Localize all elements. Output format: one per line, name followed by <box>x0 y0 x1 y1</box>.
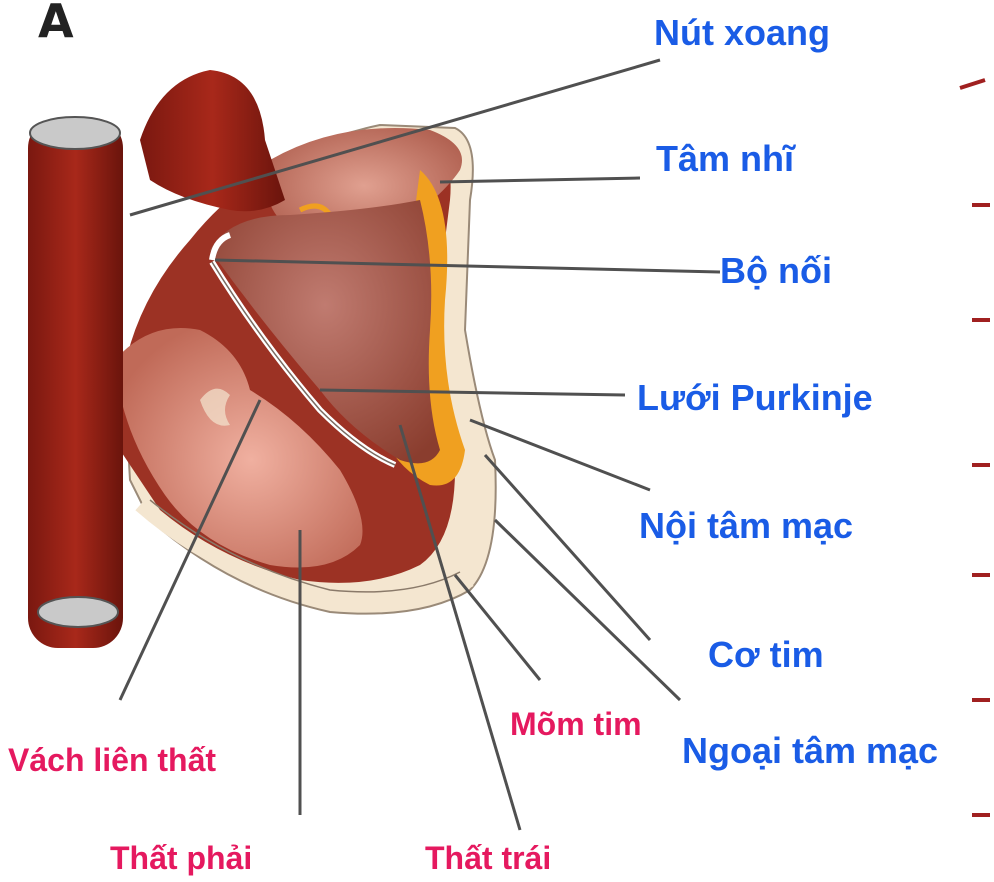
vena-cava <box>28 118 123 648</box>
label-sinus-node: Nút xoang <box>654 12 830 54</box>
label-endocardium: Nội tâm mạc <box>639 505 853 547</box>
label-left-ventricle: Thất trái <box>425 840 551 877</box>
label-right-ventricle: Thất phải <box>110 840 252 877</box>
label-atrium: Tâm nhĩ <box>656 138 794 180</box>
label-septum: Vách liên thất <box>8 742 216 779</box>
label-myocardium: Cơ tim <box>708 634 824 676</box>
vena-cava-top-opening <box>30 117 120 149</box>
panel-label: A <box>38 0 74 48</box>
label-epicardium: Ngoại tâm mạc <box>682 730 938 772</box>
label-purkinje: Lưới Purkinje <box>637 377 873 419</box>
vena-cava-bottom-opening <box>38 597 118 627</box>
edge-tick-marks <box>960 80 990 815</box>
label-apex: Mõm tim <box>510 706 642 743</box>
label-junction: Bộ nối <box>720 250 832 292</box>
